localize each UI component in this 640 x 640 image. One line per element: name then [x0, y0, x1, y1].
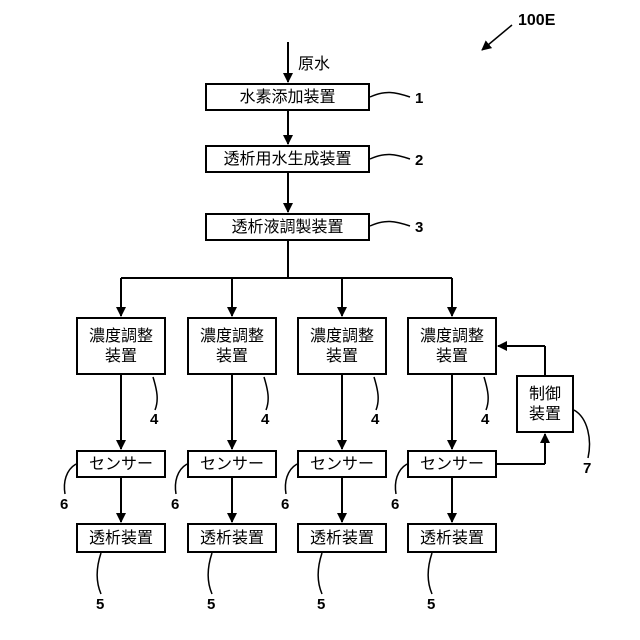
leader-line-5 — [208, 553, 212, 594]
hydrogen-addition-label: 水素添加装置 — [239, 87, 335, 107]
leader-line-3 — [370, 221, 410, 226]
sensor-box: センサー — [187, 450, 277, 478]
concentration-adjuster-box: 濃度調整 装置 — [297, 317, 387, 375]
ref-5: 5 — [317, 596, 325, 613]
figure-pointer-arrow — [482, 25, 512, 50]
ref-4: 4 — [150, 411, 158, 428]
dialysate-preparation-box: 透析液調製装置 — [205, 213, 370, 241]
ref-5: 5 — [427, 596, 435, 613]
dialyzer-box: 透析装置 — [187, 523, 277, 553]
leader-line-1 — [370, 92, 410, 97]
concentration-adjuster-box: 濃度調整 装置 — [187, 317, 277, 375]
ref-6: 6 — [281, 496, 289, 513]
concentration-adjuster-label: 濃度調整 装置 — [200, 326, 264, 366]
ref-6: 6 — [391, 496, 399, 513]
sensor-label: センサー — [200, 454, 264, 474]
controller-label: 制御 装置 — [529, 384, 561, 424]
dialyzer-label: 透析装置 — [420, 528, 484, 548]
leader-line-4 — [264, 377, 268, 410]
ref-6: 6 — [60, 496, 68, 513]
dialyzer-box: 透析装置 — [407, 523, 497, 553]
controller-box: 制御 装置 — [516, 375, 574, 433]
figure-label: 100E — [518, 12, 555, 30]
dialyzer-label: 透析装置 — [200, 528, 264, 548]
hydrogen-addition-box: 水素添加装置 — [205, 83, 370, 111]
leader-line-6 — [395, 464, 407, 494]
concentration-adjuster-box: 濃度調整 装置 — [407, 317, 497, 375]
ref-4: 4 — [371, 411, 379, 428]
concentration-adjuster-box: 濃度調整 装置 — [76, 317, 166, 375]
ref-2: 2 — [415, 152, 423, 169]
ref-3: 3 — [415, 219, 423, 236]
sensor-label: センサー — [420, 454, 484, 474]
sensor-box: センサー — [407, 450, 497, 478]
dialysis-water-generator-box: 透析用水生成装置 — [205, 145, 370, 173]
leader-line-7 — [574, 410, 589, 458]
sensor-box: センサー — [297, 450, 387, 478]
concentration-adjuster-label: 濃度調整 装置 — [420, 326, 484, 366]
leader-line-5 — [318, 553, 322, 594]
leader-line-4 — [484, 377, 488, 410]
ref-1: 1 — [415, 90, 423, 107]
ref-5: 5 — [96, 596, 104, 613]
dialyzer-box: 透析装置 — [297, 523, 387, 553]
ref-5: 5 — [207, 596, 215, 613]
sensor-label: センサー — [89, 454, 153, 474]
leader-line-4 — [374, 377, 378, 410]
concentration-adjuster-label: 濃度調整 装置 — [89, 326, 153, 366]
leader-line-6 — [175, 464, 187, 494]
concentration-adjuster-label: 濃度調整 装置 — [310, 326, 374, 366]
dialysis-water-generator-label: 透析用水生成装置 — [223, 149, 351, 169]
sensor-label: センサー — [310, 454, 374, 474]
leader-line-6 — [64, 464, 76, 494]
dialyzer-label: 透析装置 — [310, 528, 374, 548]
ref-4: 4 — [261, 411, 269, 428]
ref-7: 7 — [583, 460, 591, 477]
leader-line-6 — [285, 464, 297, 494]
dialysate-preparation-label: 透析液調製装置 — [231, 217, 343, 237]
ref-4: 4 — [481, 411, 489, 428]
leader-line-5 — [97, 553, 101, 594]
dialyzer-box: 透析装置 — [76, 523, 166, 553]
input-label: 原水 — [298, 50, 330, 74]
ref-6: 6 — [171, 496, 179, 513]
leader-line-5 — [428, 553, 432, 594]
dialyzer-label: 透析装置 — [89, 528, 153, 548]
leader-line-4 — [153, 377, 157, 410]
sensor-box: センサー — [76, 450, 166, 478]
leader-line-2 — [370, 154, 410, 159]
